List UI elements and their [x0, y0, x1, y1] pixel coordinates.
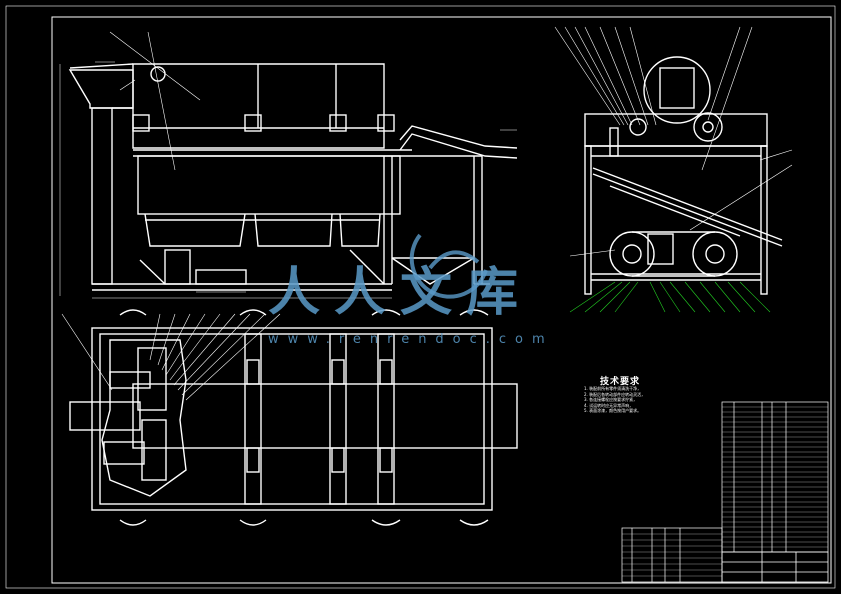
tech-note: 3. 各连接螺栓应按要求拧紧，	[584, 397, 638, 403]
front-leaders	[109, 31, 201, 171]
inner-frame	[51, 16, 832, 584]
tech-note: 4. 试运转时应无异常声响，	[584, 402, 634, 408]
top-view	[69, 309, 518, 526]
tech-note: 2. 装配后各转动部件应转动灵活，	[584, 391, 646, 397]
watermark-url: www.renrendoc.com	[268, 332, 554, 347]
side-leaders	[554, 26, 793, 257]
technical-requirements-title: 技术要求	[600, 377, 641, 387]
green-leaders	[569, 281, 771, 313]
title-block	[721, 551, 829, 583]
tech-note: 1. 装配前所有零件须清洗干净，	[584, 386, 642, 391]
side-view	[584, 56, 783, 295]
lower-list-rows	[622, 533, 722, 577]
tech-note: 5. 表面涂漆，颜色按用户要求。	[584, 408, 642, 414]
watermark-emblem	[409, 233, 488, 299]
front-view	[68, 63, 518, 291]
front-dimensions	[59, 61, 517, 299]
technical-requirements-notes: 1. 装配前所有零件须清洗干净， 2. 装配后各转动部件应转动灵活， 3. 各连…	[584, 386, 716, 414]
lower-parts-list	[621, 527, 723, 583]
top-leaders	[61, 313, 281, 401]
outer-frame	[5, 5, 836, 589]
watermark-text: 人人文库	[268, 263, 533, 323]
parts-list-rows	[722, 406, 828, 548]
